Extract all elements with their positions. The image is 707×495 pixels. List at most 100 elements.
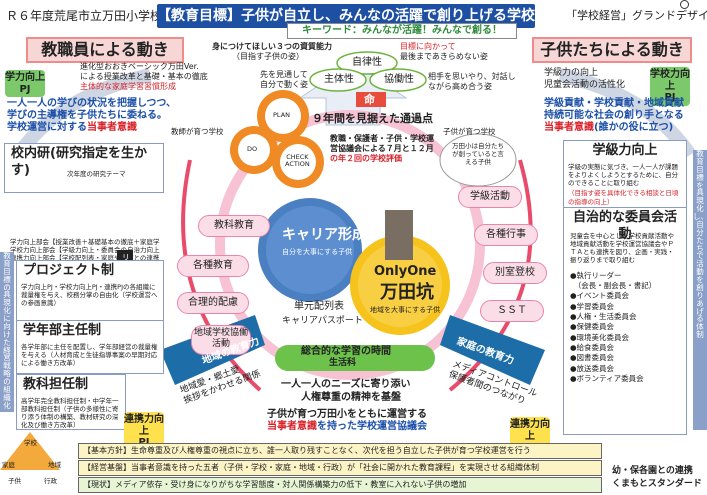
kenshu-box: 校内研(研究指定を生かす) 次年度の研究テーマ — [4, 143, 164, 193]
abilities-title: 身につけてほしい３つの資質能力 — [212, 42, 332, 51]
ability-collaboration: 協働性 — [384, 74, 414, 85]
class-box: 学級力向上 学級の実態に気づき、一人一人が課題をよりよくしようとするために、自分… — [563, 140, 687, 212]
grade-text: 各学年部に主任を配置し、学年部経営の裁量権を与える（人材育成と生徒指導事案の早期… — [21, 343, 158, 368]
teachers-desc-line3: 主体的な家庭学習習慣形成 — [80, 82, 176, 91]
project-text: 学力向上PJ・学校力向上PJ・連携PJの各組織に裁量権を与え、校務分掌の自由化（… — [21, 283, 158, 308]
ability-autonomy: 自律性 — [352, 57, 382, 68]
abilities-top-a: 目標に向かって — [400, 42, 456, 51]
teachers-slogan-1: 一人一人の学びの状況を把握しつつ、 — [7, 98, 176, 109]
abilities-left: 先を見通して 自分で動く姿 — [260, 70, 308, 90]
pj-badge-link-left-label: 連携力向上 PJ — [124, 414, 164, 448]
left-arc — [181, 159, 262, 392]
grand-design-label: 「学校経営」グランドデザイン案 — [566, 9, 707, 22]
committee-item-label: （会長・副会長・書記） — [577, 280, 657, 290]
committee-item: ●ボランティア委員会 — [570, 373, 644, 383]
five-party-logo — [0, 432, 60, 470]
left-item-1: 教科教育 — [198, 215, 270, 237]
five-party-logo-labels: 学校 家庭 地域 子供 行政 — [2, 439, 74, 492]
council-2a: 当事者意識 — [267, 421, 317, 432]
manda-mine-photo — [385, 210, 413, 260]
teachers-slogan-3a: 学校運営に対する — [7, 122, 87, 133]
children-slogan-2: 持続可能な社会の創り手となる — [544, 110, 684, 121]
right-item-3: 別室登校 — [483, 262, 547, 284]
teachers-desc: 進化型おおきベーシック万田Ver. による授業改革と基礎・基本の徹底 主体的な家… — [80, 62, 208, 92]
committee-item-label: 放送委員会 — [576, 363, 615, 373]
committee-item: ●放送委員会 — [570, 363, 615, 373]
current-bar: 【現状】メディア依存・受け身になりがちな学習態度・対人関係構築力の低下・教室に入… — [78, 477, 602, 493]
committee-item: ●保健委員会 — [570, 322, 615, 332]
career-sub: 自分を大事にする子供 — [282, 248, 353, 256]
left-item-3: 合理的配慮 — [177, 292, 249, 314]
committee-item: ●図書委員会 — [570, 353, 615, 363]
committee-item-label: 図書委員会 — [576, 353, 615, 363]
logo-school: 学校 — [24, 439, 37, 447]
class-heading: 学級力向上 — [592, 143, 658, 158]
onlyone-label: OnlyOne — [374, 264, 437, 279]
pj-badge-academic: 学力向上 PJ — [5, 70, 45, 97]
abilities-right: 相手を思いやり、対話し ながら高め合う姿 — [428, 72, 516, 92]
committee-item-label: イベント委員会 — [576, 291, 630, 301]
abilities-left-a: 先を見通して — [260, 70, 308, 79]
children-slogan-3: 当事者意識(誰かの役に立つ) — [544, 122, 673, 134]
subject-text: 高学年完全教科担任制・中学年一部教科担任制（子供の多様性に寄り添う体制の構築、教… — [21, 397, 119, 430]
policy-bar: 【基本方針】生命尊重及び人権尊重の視点に立ち、誰一人取り残すことなく、次代を担う… — [78, 443, 602, 459]
left-swoosh — [12, 68, 152, 160]
unit-label: 単元配列表 — [294, 301, 344, 312]
general-label-2: 生活科 — [329, 358, 357, 368]
subject-box: 教科担任制 高学年完全教科担任制・中学年一部教科担任制（子供の多様性に寄り添う体… — [16, 374, 126, 430]
onlyone-gear — [350, 235, 450, 335]
children-banner: 子供たちによる動き — [532, 37, 692, 63]
abilities-right-a: 相手を思いやり、対話し — [428, 72, 516, 81]
left-side-strip: 教育目標の具現化に向けた経営戦略の組織化 — [0, 252, 14, 412]
general-label: 総合的な学習の時間 — [301, 346, 391, 357]
children-slogan-1: 学級貢献・学校貢献・地域貢献 — [544, 98, 684, 109]
keyword-box: キーワード：みんなが活躍！みんなで創る！ — [287, 23, 517, 39]
committee-item-label: 学習委員会 — [576, 301, 615, 311]
children-desc-2: 児童会活動の活性化 — [544, 79, 626, 90]
pj-badge-academic-label: 学力向上 PJ — [5, 72, 45, 95]
teachers-desc-line2: による授業改革と基礎・基本の徹底 — [80, 72, 208, 81]
right-blue-arrow — [440, 315, 545, 385]
teachers-banner: 教職員による動き — [26, 37, 184, 63]
committee-item: ●学習委員会 — [570, 301, 615, 311]
general-study-bar — [275, 345, 435, 371]
pj-badge-school-label: 学校力向上 PJ — [650, 69, 690, 103]
committee-item: （会長・副会長・書記） — [570, 281, 680, 291]
needs-line-1: 一人一人のニーズに寄り添い — [281, 379, 411, 390]
committee-item: ●イベント委員会 — [570, 291, 630, 301]
teachers-slogan-3b: 当事者意識 — [87, 122, 137, 133]
needs-line-2: 人権尊重の精神を基盤 — [301, 392, 401, 403]
committee-item-label: ボランティア委員会 — [576, 373, 644, 383]
check-label: CHECK ACTION — [285, 153, 310, 169]
committee-item: ●環境美化委員会 — [570, 332, 630, 342]
committee-item: ●人権・生活委員会 — [570, 311, 637, 321]
abilities-subtitle: （目指す子供の姿） — [232, 52, 304, 61]
logo-children: 子供 — [8, 477, 21, 485]
children-slogan-3b: (誰かの役に立つ) — [594, 122, 674, 133]
committee-item-label: 執行リーダー — [576, 270, 622, 280]
do-label: DO — [247, 145, 258, 153]
project-box: プロジェクト制 学力向上PJ・学校力向上PJ・連携PJの各組織に裁量権を与え、校… — [16, 260, 164, 322]
logo-home: 家庭 — [2, 461, 15, 469]
grade-box: 学年部主任制 各学年部に主任を配置し、学年部経営の裁量権を与える（人材育成と生徒… — [16, 320, 164, 374]
kenshu-link-2: 学校力向上部会【学級力向上・委員会の自治力向上】 — [10, 246, 160, 255]
abilities-top-b: 最後まであきらめない姿 — [400, 52, 488, 61]
grade-heading: 学年部主任制 — [23, 323, 102, 338]
inochi-box — [356, 92, 386, 107]
cloud-text: 万田小は自分たちが創っていると言える子供 — [452, 142, 504, 166]
career-gear — [258, 198, 362, 302]
committee-item-label: 保健委員会 — [576, 322, 615, 332]
pj-badge-school: 学校力向上 PJ — [650, 67, 690, 106]
committee-text: 児童会を中心とした学校貢献活動や地域貢献活動を学校運営協議会やＰＴＡとも連携を図… — [570, 232, 674, 265]
evaluation-line1: 教職・保護者・子供・学校運 — [330, 134, 434, 143]
children-desc: 学級力の向上 児童会活動の活性化 — [544, 68, 625, 91]
child-grow-label: 子供が育つ学校 — [443, 127, 496, 136]
class-text: 学級の実態に気づき、一人一人が課題をよりよくしようとするために、自分のできること… — [568, 163, 679, 188]
council-2b: を持った学校運営協議会 — [317, 421, 427, 432]
council-line-1: 子供が育つ万田小をともに運営する — [267, 409, 427, 420]
children-desc-1: 学級力の向上 — [544, 68, 599, 78]
kenshu-link-1: 学力向上部会【授業改善＋基礎基本の徹底＋家庭学習】 — [10, 238, 160, 246]
teachers-slogan-3: 学校運営に対する当事者意識 — [7, 122, 137, 134]
committee-heading: 自治的な委員会活動 — [572, 210, 677, 242]
committee-list: ●執行リーダー （会長・副会長・書記） ●イベント委員会 ●学習委員会 ●人権・… — [564, 269, 686, 387]
